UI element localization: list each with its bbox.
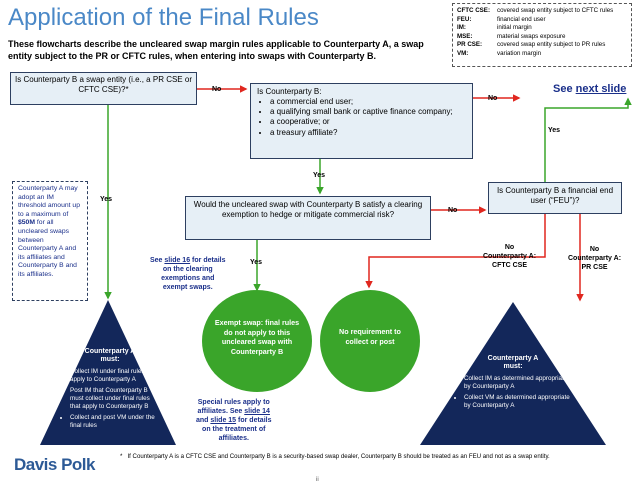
question-clearing-exemption: Would the uncleared swap with Counterpar…: [185, 196, 431, 240]
arrow-feu-yes: [544, 97, 632, 182]
question-counterparty-types: Is Counterparty B: a commercial end user…: [250, 83, 473, 159]
footnote-mark: *: [120, 453, 123, 460]
label-no: No: [212, 86, 222, 93]
legend-text: initial margin: [497, 24, 532, 31]
counterparty-type-list: a commercial end user; a qualifying smal…: [257, 97, 466, 138]
question-swap-entity: Is Counterparty B a swap entity (i.e., a…: [10, 72, 197, 105]
slide-16-link[interactable]: slide 16: [164, 257, 191, 264]
see-next-prefix: See: [553, 83, 576, 95]
label-line: No: [504, 244, 515, 251]
legend-abbr: IM:: [457, 24, 466, 31]
list-item: Collect VM as determined appropriate by …: [464, 394, 572, 410]
label-yes: Yes: [100, 196, 113, 203]
list-item: Collect IM as determined appropriate by …: [464, 375, 572, 391]
title-line: must:: [100, 356, 120, 363]
label-no: No: [448, 207, 458, 214]
obligation-list: Collect IM as determined appropriate by …: [454, 375, 572, 410]
title-line: Counterparty A: [487, 355, 539, 362]
label-line: Counterparty A:: [568, 255, 622, 262]
legend-abbr: CFTC CSE:: [457, 7, 490, 14]
legend-text: financial end user: [497, 15, 546, 23]
clearing-exemption-note: See slide 16 for details on the clearing…: [150, 256, 226, 292]
label-line: PR CSE: [581, 264, 608, 271]
label-no: No: [488, 95, 498, 102]
title-line: Counterparty A: [84, 348, 136, 355]
note-text: and: [196, 417, 211, 424]
obligation-list: Collect IM under final rules that apply …: [60, 368, 160, 430]
exempt-swap-circle: [202, 290, 312, 392]
note-text: for details: [236, 417, 272, 424]
next-slide-link[interactable]: next slide: [575, 83, 627, 95]
legend-row: PR CSE: covered swap entity subject to PR…: [457, 41, 627, 50]
legend-row: MSE: material swaps exposure: [457, 33, 627, 42]
note-text: affiliates. See: [197, 408, 245, 415]
im-threshold-note: Counterparty A may adopt an IM threshold…: [12, 181, 88, 301]
footnote: * If Counterparty A is a CFTC CSE and Co…: [120, 453, 550, 460]
exempt-swap-text: Exempt swap: final rules do not apply to…: [214, 318, 300, 356]
footnote-text: If Counterparty A is a CFTC CSE and Coun…: [127, 453, 550, 460]
question-heading: Is Counterparty B:: [257, 87, 322, 96]
note-amount: $50M: [18, 219, 36, 227]
list-item: Collect and post VM under the final rule…: [70, 414, 160, 430]
right-obligation-triangle: [420, 302, 606, 445]
label-yes: Yes: [250, 259, 263, 266]
legend-text: variation margin: [497, 49, 542, 57]
note-text: exemptions and: [161, 275, 215, 282]
page-title: Application of the Final Rules: [8, 4, 319, 31]
legend-row: FEU: financial end user: [457, 16, 627, 25]
note-text: Counterparty A may adopt an IM threshold…: [18, 185, 80, 218]
list-item: a treasury affiliate?: [270, 128, 466, 138]
legend-row: CFTC CSE: covered swap entity subject to …: [457, 7, 627, 16]
no-requirement-text: No requirement to collect or post: [339, 327, 401, 346]
list-item: Post IM that Counterparty B must collect…: [70, 387, 160, 411]
label-no-cftc-cse: No Counterparty A: CFTC CSE: [483, 243, 536, 270]
note-text: on the clearing: [162, 266, 213, 273]
page-number: ii: [316, 477, 319, 483]
legend-abbr: MSE:: [457, 32, 473, 40]
title-line: must:: [503, 363, 523, 370]
left-obligation-triangle: [40, 300, 176, 445]
legend-text: covered swap entity subject to CFTC rule…: [497, 7, 614, 14]
label-line: Counterparty A:: [483, 253, 537, 260]
note-text: See: [150, 257, 165, 264]
label-line: No: [589, 246, 600, 253]
legend-abbr: PR CSE:: [457, 41, 483, 48]
intro-text: These flowcharts describe the uncleared …: [8, 39, 424, 61]
list-item: Collect IM under final rules that apply …: [70, 368, 160, 384]
note-text: Special rules apply to: [197, 399, 270, 406]
label-yes: Yes: [313, 172, 326, 179]
arrow-feu-no-cftc: [365, 214, 546, 289]
abbreviation-legend: CFTC CSE: covered swap entity subject to …: [452, 3, 632, 67]
label-no-pr-cse: No Counterparty A: PR CSE: [568, 245, 621, 272]
note-text: on the treatment of: [202, 426, 266, 433]
legend-text: material swaps exposure: [497, 32, 566, 40]
slide-14-link[interactable]: slide 14: [244, 408, 270, 415]
label-line: CFTC CSE: [492, 262, 528, 269]
davis-polk-logo: Davis Polk: [14, 455, 96, 474]
see-next-slide: See next slide: [553, 83, 626, 95]
affiliates-note: Special rules apply to affiliates. See s…: [196, 398, 271, 443]
question-financial-end-user: Is Counterparty B a financial end user (…: [488, 182, 622, 214]
label-yes: Yes: [548, 127, 561, 134]
legend-abbr: FEU:: [457, 15, 472, 23]
note-text: exempt swaps.: [162, 284, 213, 291]
legend-text: covered swap entity subject to PR rules: [497, 41, 606, 48]
list-item: a cooperative; or: [270, 117, 466, 127]
note-text: affiliates.: [218, 435, 249, 442]
list-item: a qualifying small bank or captive finan…: [270, 107, 466, 117]
legend-row: VM: variation margin: [457, 50, 627, 59]
no-requirement-circle: [320, 290, 420, 392]
slide-15-link[interactable]: slide 15: [210, 417, 237, 424]
list-item: a commercial end user;: [270, 97, 466, 107]
legend-abbr: VM:: [457, 49, 469, 57]
legend-row: IM: initial margin: [457, 24, 627, 33]
note-text: for details: [190, 257, 226, 264]
note-text: for all uncleared swaps between Counterp…: [18, 219, 77, 278]
